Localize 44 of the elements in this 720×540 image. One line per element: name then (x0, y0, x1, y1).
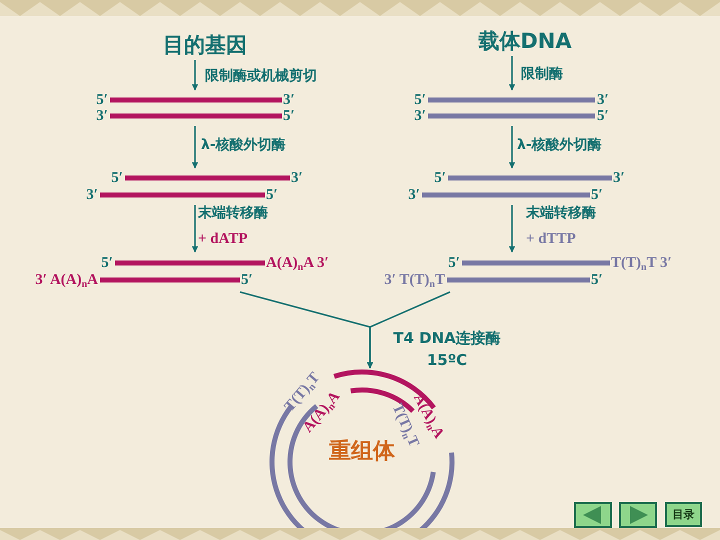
strand-end-label: 3′ (291, 170, 303, 186)
strand-end-label: 3′ (408, 187, 420, 203)
edge-label: 末端转移酶 (198, 205, 268, 222)
strand-end-label: 5′ (434, 170, 446, 186)
edge-label: 末端转移酶 (526, 205, 596, 222)
strand-end-label: 5′ (266, 187, 278, 203)
strand-end-label: 5′ (591, 187, 603, 203)
node-title: 目的基因 (150, 30, 260, 60)
strand-end-label: T(T)$_{n}$T 3′ (611, 255, 672, 271)
reagent-label: + dTTP (526, 231, 576, 248)
arrow (508, 126, 516, 169)
strand-end-label: A(A)$_{n}$A 3′ (266, 255, 329, 271)
strand-end-label: 5′ (283, 108, 295, 124)
arrow (192, 60, 198, 91)
strand-end-label: 3′ (96, 108, 108, 124)
reagent-label: + dATP (198, 231, 248, 248)
strand-end-label: 5′ (448, 255, 460, 271)
arrow (508, 56, 516, 91)
contents-button: 目录 (665, 502, 702, 527)
strand-end-label: 5′ (111, 170, 123, 186)
node-title: 载体DNA (460, 26, 590, 56)
edge-label: λ-核酸外切酶 (201, 137, 286, 154)
strand-end-label: 3′ (613, 170, 625, 186)
strand-end-label: 3′ (597, 92, 609, 108)
edge-label: 限制酶或机械剪切 (205, 68, 317, 85)
strand-end-label: 5′ (96, 92, 108, 108)
strand-end-label: 5′ (591, 272, 603, 288)
edge-label: 限制酶 (521, 66, 563, 83)
strand-end-label: 3′ (414, 108, 426, 124)
strand-end-label: 5′ (241, 272, 253, 288)
strand-end-label: 5′ (414, 92, 426, 108)
strand-end-label: 5′ (597, 108, 609, 124)
arrow (366, 291, 450, 369)
edge-label: T4 DNA连接酶 15ºC (392, 328, 502, 371)
edge-label: λ-核酸外切酶 (517, 137, 602, 154)
plasmid-label: 重组体 (329, 440, 395, 464)
strand-end-label: 5′ (101, 255, 113, 271)
strand-end-label: 3′ (283, 92, 295, 108)
arrow (508, 205, 516, 253)
arrow (192, 126, 198, 169)
strand-end-label: 3′ (86, 187, 98, 203)
strand-end-label: 3′ A(A)$_{n}$A (35, 272, 98, 288)
strand-end-label: 3′ T(T)$_{n}$T (384, 272, 445, 288)
arrow (192, 205, 198, 253)
